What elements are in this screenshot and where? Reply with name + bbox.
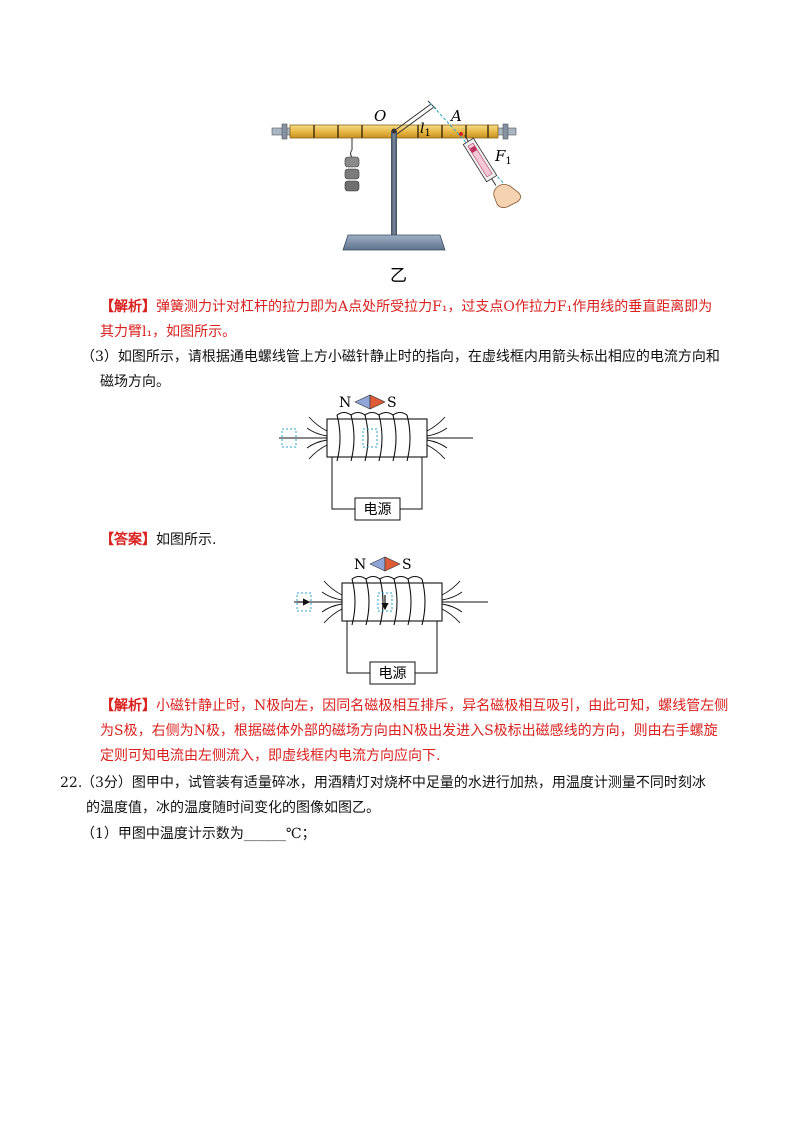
hanging-weights [344,138,360,192]
label-o: O [374,107,386,125]
solenoid-core [341,582,443,622]
rod-end-left [271,123,293,140]
power-supply-box [354,497,401,521]
label-n: N [354,557,366,573]
lever-figure: O A l1 F1 乙 [271,100,521,285]
compass-needle [354,394,386,410]
question-22-number: 22. [60,775,83,791]
solenoid-core [326,418,428,458]
stand-pole [391,131,397,235]
hand-icon [493,184,521,208]
label-l1: l1 [420,121,431,139]
power-supply-label: 电源 [364,502,392,518]
spring-scale [462,135,498,186]
label-s: S [387,395,397,411]
force-point-a [459,132,463,136]
analysis-1-line-2: 其力臂l₁，如图所示。 [100,324,237,340]
answer-line: 【答案】如图所示. [100,532,217,548]
question-22-line-1: （3分）图甲中，试管装有适量碎冰，用酒精灯对烧杯中足量的水进行加热，用温度计测量… [81,775,706,791]
stand-base [342,234,446,251]
solenoid-coil [336,411,411,462]
question-22-line-2: 的温度值，冰的温度随时间变化的图像如图乙。 [86,800,380,816]
power-supply-label: 电源 [379,666,407,682]
analysis-2-line-3: 定则可知电流由左侧流入，即虚线框内电流方向应向下. [100,748,441,764]
solenoid-figure-question: N S 电源 [279,394,473,521]
rod-end-right [495,123,517,140]
solenoid-figure-answer: N S 电源 [294,556,488,685]
field-lines [306,416,448,460]
question-3-line-2: 磁场方向。 [100,374,170,390]
analysis-tag: 【解析】 [100,299,156,315]
analysis-1-line-1: 【解析】弹簧测力计对杠杆的拉力即为A点处所受拉力F₁，过支点O作拉力F₁作用线的… [100,299,713,315]
compass-needle [369,556,401,572]
label-s: S [402,557,412,573]
label-f1: F1 [494,147,512,167]
figure-caption: 乙 [390,266,407,285]
solenoid-coil [351,575,426,626]
force-action-line [429,102,518,199]
dashed-box-center [362,428,378,448]
label-a: A [449,107,462,125]
question-3-line-1: （3）如图所示，请根据通电螺线管上方小磁针静止时的指向，在虚线框内用箭头标出相应… [81,349,720,365]
power-supply-box [369,661,416,685]
label-n: N [339,395,351,411]
analysis-2-line-1: 【解析】小磁针静止时，N极向左，因同名磁极相互排斥，异名磁极相互吸引，由此可知，… [100,698,729,714]
field-lines [321,580,463,624]
lever-ticks [313,125,489,138]
analysis-2-line-2: 为S极，右侧为N极，根据磁体外部的磁场方向由N极出发进入S极标出磁感线的方向，则… [100,723,718,739]
analysis-tag: 【解析】 [100,698,156,714]
question-22-sub-1: （1）甲图中温度计示数为______℃； [81,826,316,842]
answer-tag: 【答案】 [100,532,156,548]
